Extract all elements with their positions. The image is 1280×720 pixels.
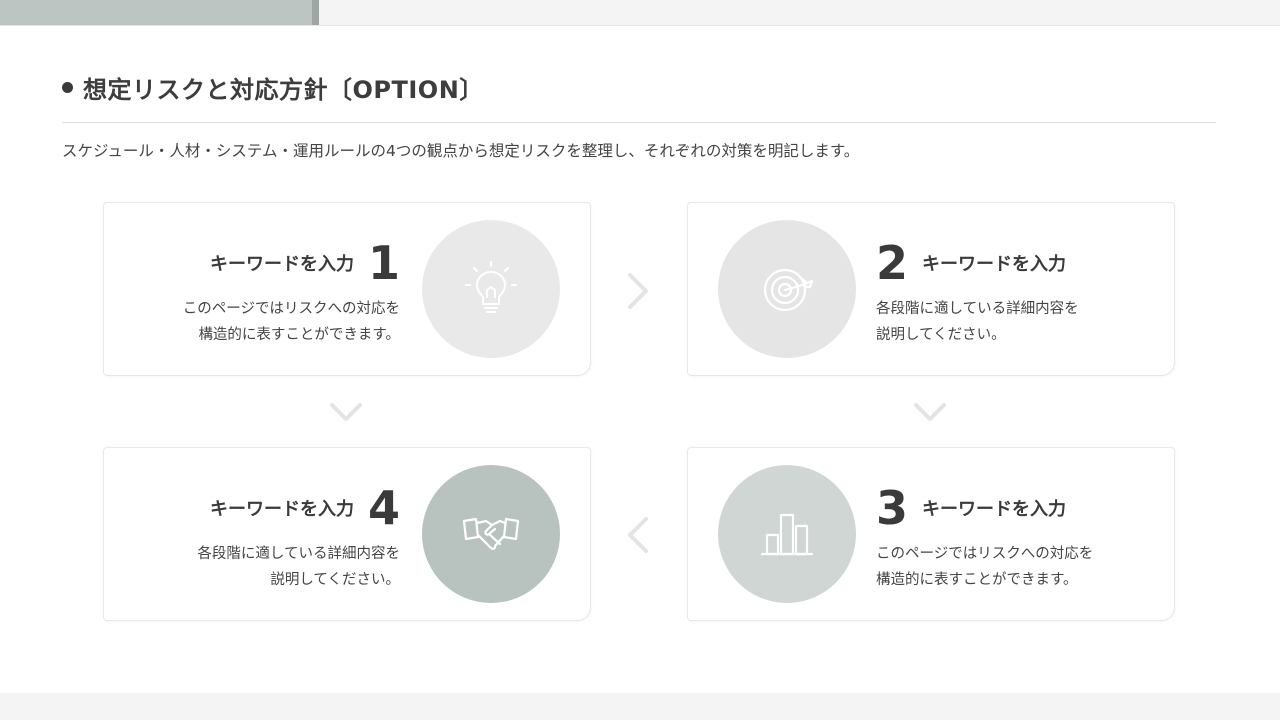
card-keyword: キーワードを入力 (922, 254, 1067, 275)
bar-chart-icon (760, 513, 814, 556)
chevron-left-icon (628, 517, 648, 553)
title-bullet-icon (62, 81, 73, 93)
step-card-3: 3 キーワードを入力 このページではリスクへの対応を 構造的に表すことができます… (687, 447, 1175, 621)
step-card-2: 2 キーワードを入力 各段階に適している詳細内容を 説明してください。 (687, 202, 1175, 376)
card-description-line: 構造的に表すことができます。 (876, 572, 1078, 588)
card-heading: キーワードを入力 4 (210, 483, 400, 533)
chevron-down-icon (330, 403, 362, 421)
icon-circle (422, 465, 560, 603)
card-description-line: 各段階に適している詳細内容を (876, 301, 1079, 317)
title-row: 想定リスクと対応方針〔OPTION〕 (62, 70, 484, 104)
card-keyword: キーワードを入力 (209, 499, 354, 520)
card-number: 3 (876, 481, 909, 535)
card-description-line: このページではリスクへの対応を (182, 301, 400, 317)
card-description: 各段階に適している詳細内容を 説明してください。 (876, 296, 1079, 348)
top-accent-edge (312, 0, 319, 25)
page-title: 想定リスクと対応方針〔OPTION〕 (83, 75, 484, 104)
card-description-line: 説明してください。 (270, 572, 400, 588)
card-number: 4 (367, 481, 400, 535)
step-card-1: キーワードを入力 1 このページではリスクへの対応を 構造的に表すことができます… (103, 202, 591, 376)
card-description-line: このページではリスクへの対応を (876, 546, 1094, 562)
page-subtitle: スケジュール・人材・システム・運用ルールの4つの観点から想定リスクを整理し、それ… (62, 142, 860, 160)
target-icon (763, 268, 814, 312)
top-accent-bar (0, 0, 312, 25)
card-description: 各段階に適している詳細内容を 説明してください。 (197, 541, 400, 593)
card-keyword: キーワードを入力 (209, 254, 354, 275)
card-description: このページではリスクへの対応を 構造的に表すことができます。 (183, 296, 400, 348)
chevron-right-icon (628, 273, 648, 309)
chevron-down-icon (914, 403, 946, 421)
card-description: このページではリスクへの対応を 構造的に表すことができます。 (876, 541, 1093, 593)
step-card-4: キーワードを入力 4 各段階に適している詳細内容を 説明してください。 (103, 447, 591, 621)
card-description-line: 説明してください。 (876, 327, 1006, 343)
icon-circle (718, 220, 856, 358)
title-divider (62, 122, 1216, 123)
handshake-icon (462, 517, 520, 550)
icon-circle (422, 220, 560, 358)
card-description-line: 各段階に適している詳細内容を (197, 546, 400, 562)
card-number: 1 (367, 236, 400, 290)
card-number: 2 (876, 236, 909, 290)
card-heading: キーワードを入力 1 (210, 238, 400, 288)
card-keyword: キーワードを入力 (922, 499, 1067, 520)
icon-circle (718, 465, 856, 603)
card-heading: 2 キーワードを入力 (876, 238, 1066, 288)
card-heading: 3 キーワードを入力 (876, 483, 1066, 533)
lightbulb-icon (465, 261, 517, 313)
bottom-bar (0, 693, 1280, 720)
card-description-line: 構造的に表すことができます。 (198, 327, 400, 343)
